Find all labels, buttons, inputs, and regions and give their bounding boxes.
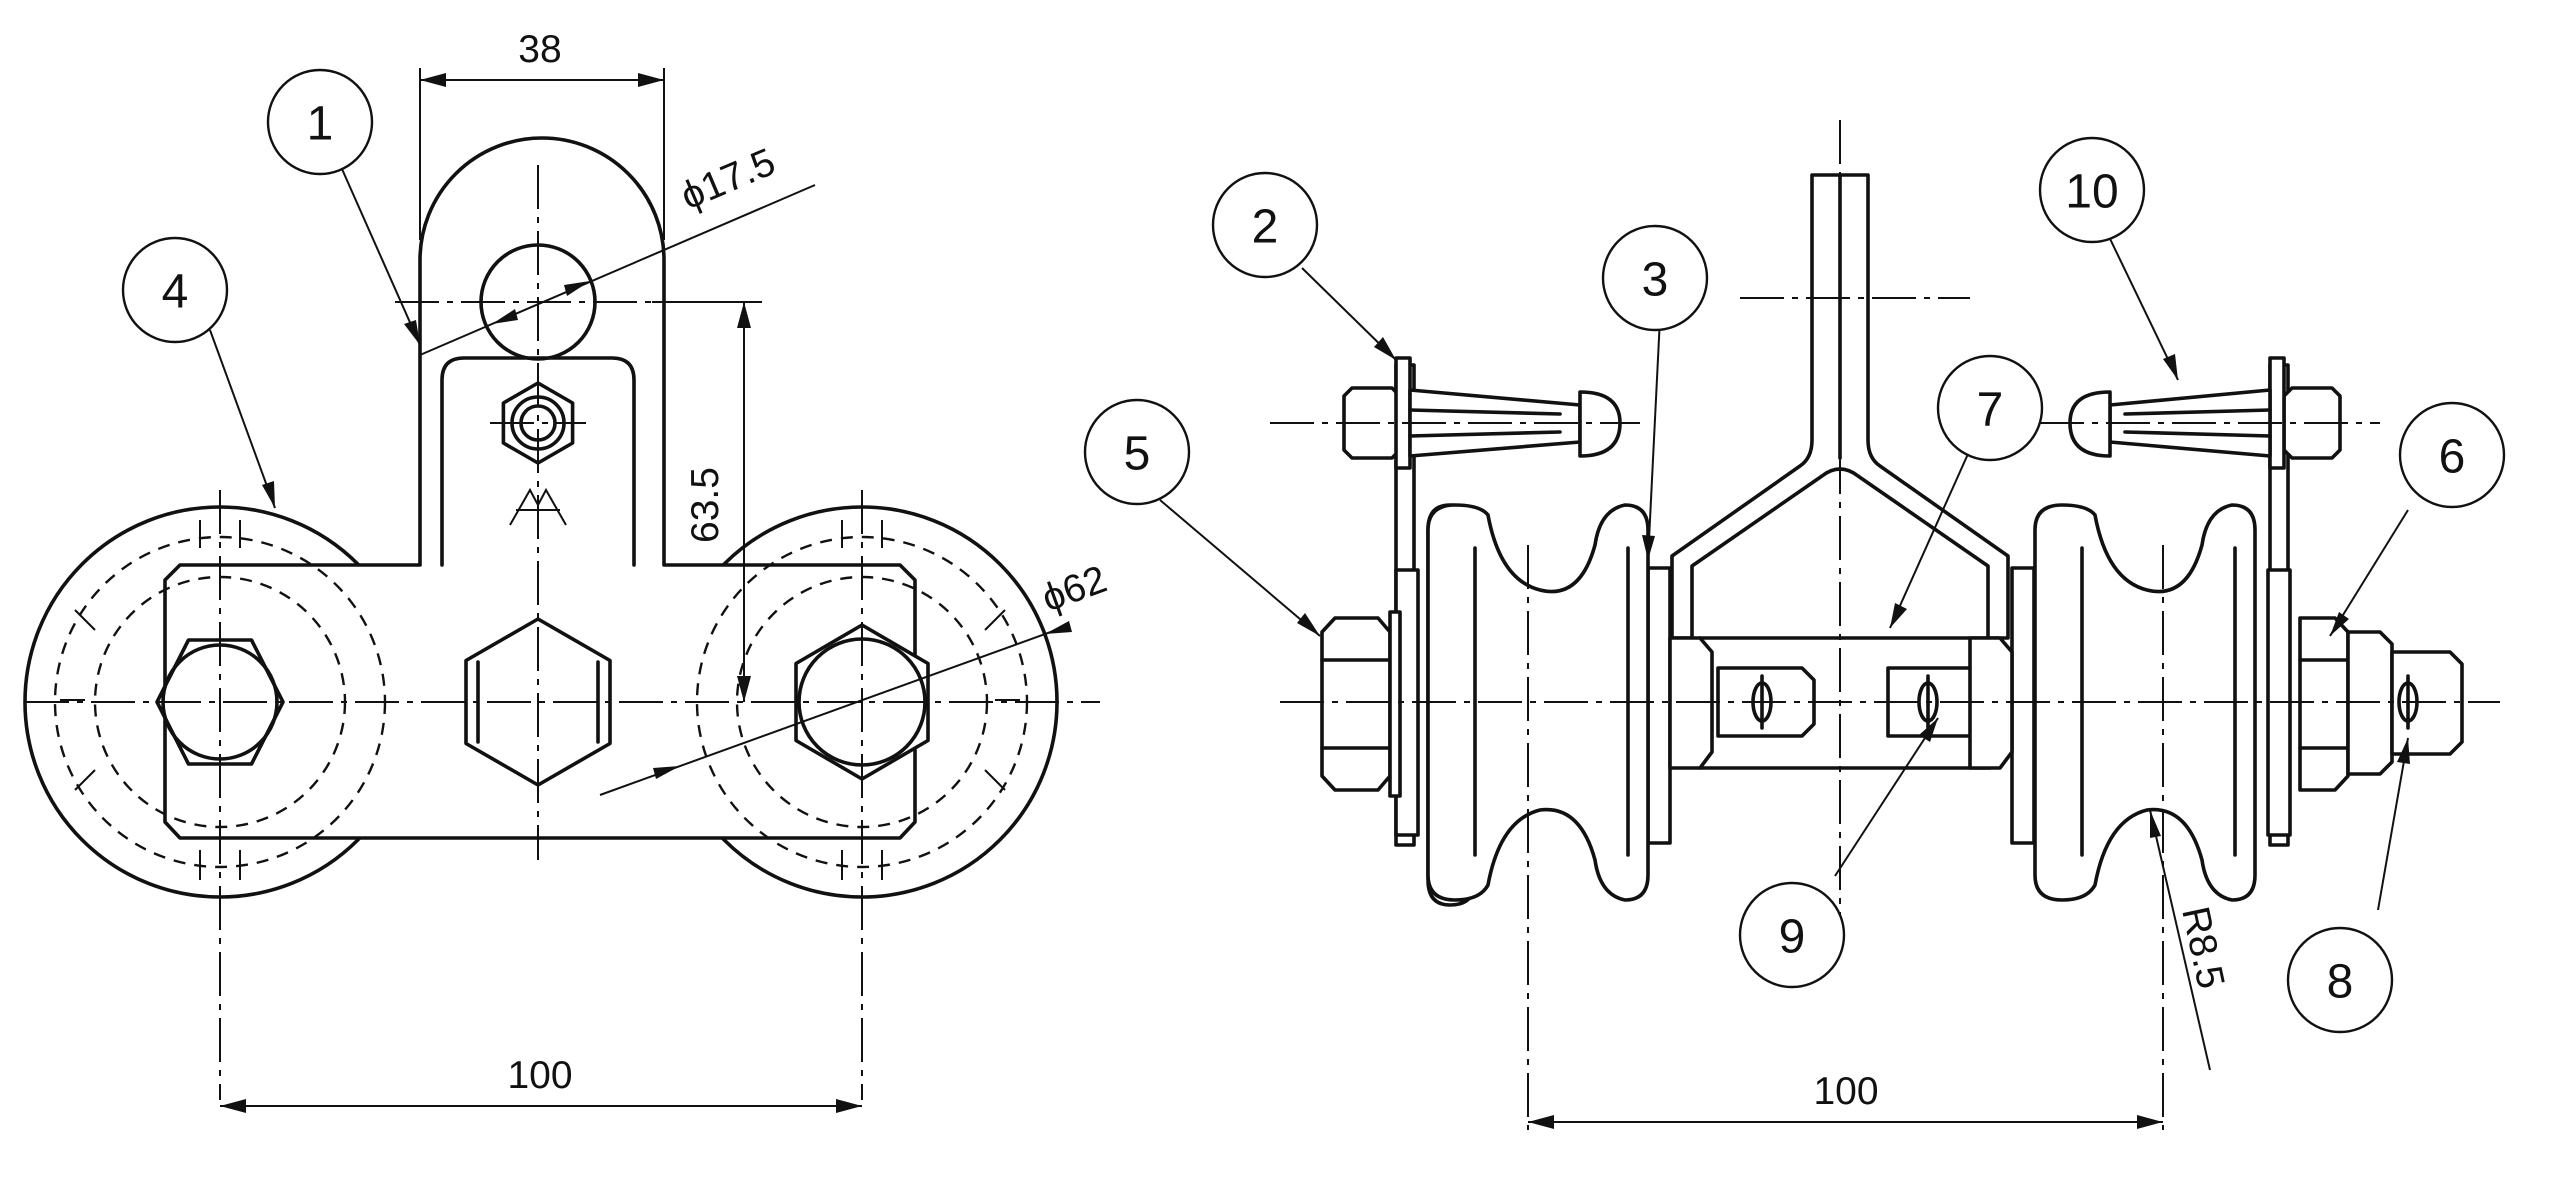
dim-groove-arrow	[2150, 810, 2161, 838]
right-inner-plate	[2010, 566, 2036, 845]
left-nut-washer	[1388, 610, 1402, 798]
top-left-bolt-flange	[1394, 356, 1412, 470]
balloon-6: 6	[2398, 401, 2506, 509]
leader-1	[337, 159, 421, 346]
dim-center-distance-right: 100	[1813, 1070, 1878, 1113]
top-right-bolt-flange	[2268, 356, 2286, 470]
balloon-2: 2	[1211, 171, 1319, 279]
side-centerlines	[1270, 120, 2500, 1130]
dim-100-left-group	[220, 1099, 862, 1113]
top-right-bolt-thread	[2123, 408, 2272, 438]
dim-63-5: 63.5	[684, 467, 727, 543]
dim-63-5-group	[652, 301, 762, 702]
dim-center-distance-left: 100	[507, 1054, 572, 1097]
front-centerlines	[25, 165, 1100, 1100]
dim-38: 38	[518, 28, 561, 71]
balloon-10: 10	[2038, 136, 2146, 244]
leader-4	[209, 329, 276, 509]
balloon-1-label: 1	[307, 98, 334, 151]
dim-38-group	[419, 68, 665, 240]
balloon-10-label: 10	[2065, 166, 2118, 219]
balloon-3: 3	[1601, 224, 1709, 332]
right-axle-nut-edges	[2298, 658, 2350, 750]
leader-4-arrow	[262, 481, 275, 508]
left-axle-nut-edges	[1320, 658, 1392, 750]
balloon-7-label: 7	[1977, 384, 2004, 437]
dim-100-right-group	[1528, 1115, 2163, 1129]
dim-hole-leader	[419, 184, 816, 356]
balloon-4: 4	[121, 236, 229, 344]
side-view: 100 R8.5	[1159, 120, 2500, 1130]
side-leaders	[1159, 217, 2410, 911]
balloon-6-label: 6	[2439, 431, 2466, 484]
left-axle-nut	[1320, 616, 1392, 792]
balloon-7: 7	[1936, 354, 2044, 462]
right-axle-nut	[2298, 616, 2350, 792]
balloon-8: 8	[2286, 926, 2394, 1034]
part-balloons: 1 2 3 4 5 6 7 8	[121, 68, 2506, 1034]
dim-groove-radius: R8.5	[2173, 903, 2232, 993]
dim-wheel-leader	[599, 621, 1072, 796]
leader-1-arrow	[404, 320, 420, 345]
balloon-8-label: 8	[2327, 956, 2354, 1009]
front-view: 38 ϕ17.5 63.5 ϕ62 100	[23, 28, 1112, 1113]
balloon-5-label: 5	[1124, 428, 1151, 481]
balloon-2-label: 2	[1252, 201, 1279, 254]
balloon-9-label: 9	[1779, 911, 1806, 964]
axle-right-nut	[1968, 636, 2014, 770]
top-left-bolt-thread	[1408, 408, 1562, 438]
left-inner-plate	[1646, 566, 1672, 845]
balloon-9: 9	[1738, 881, 1846, 989]
left-groove-wheel	[1426, 503, 1650, 902]
balloon-4-label: 4	[162, 266, 189, 319]
dim-groove-leader	[2149, 809, 2211, 1071]
dim-wheel-diameter: ϕ62	[1036, 558, 1112, 621]
balloon-3-label: 3	[1642, 254, 1669, 307]
balloon-5: 5	[1083, 398, 1191, 506]
balloon-1: 1	[266, 68, 374, 176]
bracket-plate	[163, 136, 917, 840]
